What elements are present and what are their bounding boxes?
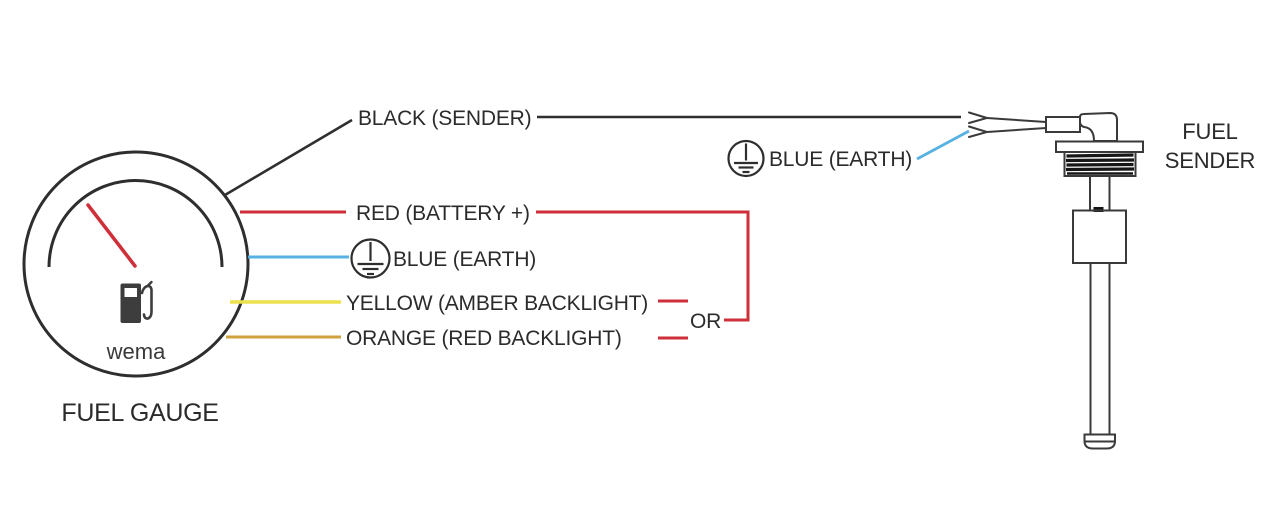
wire-orange-backlight: ORANGE (RED BACKLIGHT) bbox=[226, 327, 688, 350]
yellow-wire-label: YELLOW (AMBER BACKLIGHT) bbox=[346, 292, 648, 315]
gauge-needle bbox=[86, 203, 137, 268]
earth-symbol-icon bbox=[727, 139, 765, 178]
sender-terminal-lower bbox=[968, 125, 991, 138]
sender-cable-upper bbox=[986, 117, 1047, 123]
sender-flange bbox=[1055, 140, 1144, 153]
blue-wire-label: BLUE (EARTH) bbox=[393, 248, 536, 271]
fuel-gauge: wema FUEL GAUGE bbox=[22, 150, 250, 427]
wire-yellow-backlight: YELLOW (AMBER BACKLIGHT) bbox=[230, 292, 688, 315]
fuel-pump-nozzle bbox=[146, 280, 153, 288]
wire-blue-earth-gauge: BLUE (EARTH) bbox=[248, 238, 536, 279]
fuel-sender-label-line2: SENDER bbox=[1165, 148, 1256, 173]
gauge-brand-label: wema bbox=[106, 339, 166, 364]
sender-terminal-upper bbox=[968, 111, 991, 124]
fuel-sender-label: FUEL SENDER bbox=[1165, 119, 1256, 173]
wire-black-sender: BLACK (SENDER) bbox=[224, 107, 961, 197]
sender-threads bbox=[1063, 151, 1137, 177]
fuel-pump-hose bbox=[140, 284, 153, 320]
sender-cable-lower bbox=[986, 127, 1047, 133]
red-wire-or-connector bbox=[536, 210, 750, 322]
fuel-pump-window bbox=[124, 288, 137, 297]
gauge-outer-ring bbox=[22, 150, 250, 378]
fuel-pump-icon bbox=[120, 280, 153, 323]
orange-wire-label: ORANGE (RED BACKLIGHT) bbox=[346, 327, 622, 350]
sender-earth-label: BLUE (EARTH) bbox=[769, 148, 912, 171]
sender-elbow-fitting bbox=[1079, 111, 1118, 142]
sender-end-cap bbox=[1083, 433, 1116, 450]
black-wire-lead bbox=[224, 118, 353, 197]
wire-red-battery: RED (BATTERY +) bbox=[240, 202, 750, 322]
fuel-sender-unit bbox=[968, 111, 1144, 450]
red-wire-label: RED (BATTERY +) bbox=[356, 202, 530, 225]
wire-blue-earth-sender: BLUE (EARTH) bbox=[727, 129, 970, 178]
earth-symbol-icon bbox=[350, 238, 391, 279]
fuel-sender-label-line1: FUEL bbox=[1182, 119, 1237, 144]
sender-float bbox=[1072, 209, 1127, 264]
sender-connector-sleeve bbox=[1045, 116, 1081, 133]
black-wire-label: BLACK (SENDER) bbox=[358, 107, 531, 130]
blue-earth-lead-line bbox=[916, 129, 970, 161]
fuel-gauge-label: FUEL GAUGE bbox=[61, 399, 218, 427]
gauge-dial-arc bbox=[47, 179, 224, 268]
or-label: OR bbox=[690, 310, 721, 333]
